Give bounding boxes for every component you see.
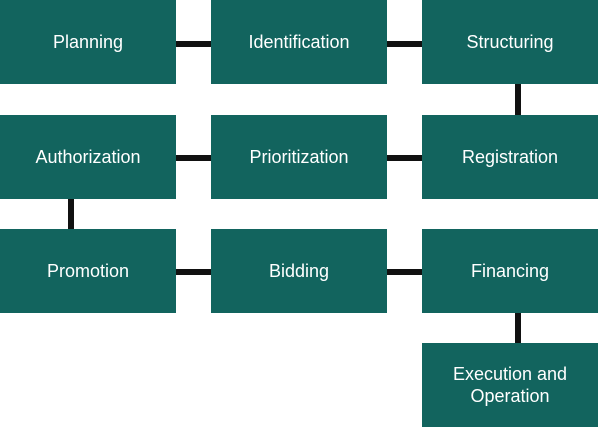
connector-prioritization-registration bbox=[387, 155, 422, 161]
connector-bidding-financing bbox=[387, 269, 422, 275]
node-label: Execution and Operation bbox=[452, 364, 568, 406]
node-label: Prioritization bbox=[249, 147, 349, 167]
connector-structuring-registration bbox=[515, 84, 521, 115]
node-label: Structuring bbox=[466, 32, 554, 52]
node-label: Authorization bbox=[35, 147, 141, 167]
node-label: Identification bbox=[248, 32, 350, 52]
node-label: Registration bbox=[461, 147, 559, 167]
node-planning: Planning bbox=[0, 0, 176, 84]
node-authorization: Authorization bbox=[0, 115, 176, 199]
node-label: Promotion bbox=[46, 261, 130, 281]
connector-authorization-promotion bbox=[68, 199, 74, 229]
node-execution-and-operation: Execution and Operation bbox=[422, 343, 598, 427]
node-identification: Identification bbox=[211, 0, 387, 84]
node-registration: Registration bbox=[422, 115, 598, 199]
node-label: Planning bbox=[52, 32, 124, 52]
connector-planning-identification bbox=[176, 41, 211, 47]
connector-promotion-bidding bbox=[176, 269, 211, 275]
node-label: Bidding bbox=[268, 261, 330, 281]
node-label: Financing bbox=[470, 261, 550, 281]
node-prioritization: Prioritization bbox=[211, 115, 387, 199]
node-financing: Financing bbox=[422, 229, 598, 313]
node-structuring: Structuring bbox=[422, 0, 598, 84]
node-bidding: Bidding bbox=[211, 229, 387, 313]
node-promotion: Promotion bbox=[0, 229, 176, 313]
connector-financing-execution bbox=[515, 313, 521, 343]
connector-authorization-prioritization bbox=[176, 155, 211, 161]
connector-identification-structuring bbox=[387, 41, 422, 47]
